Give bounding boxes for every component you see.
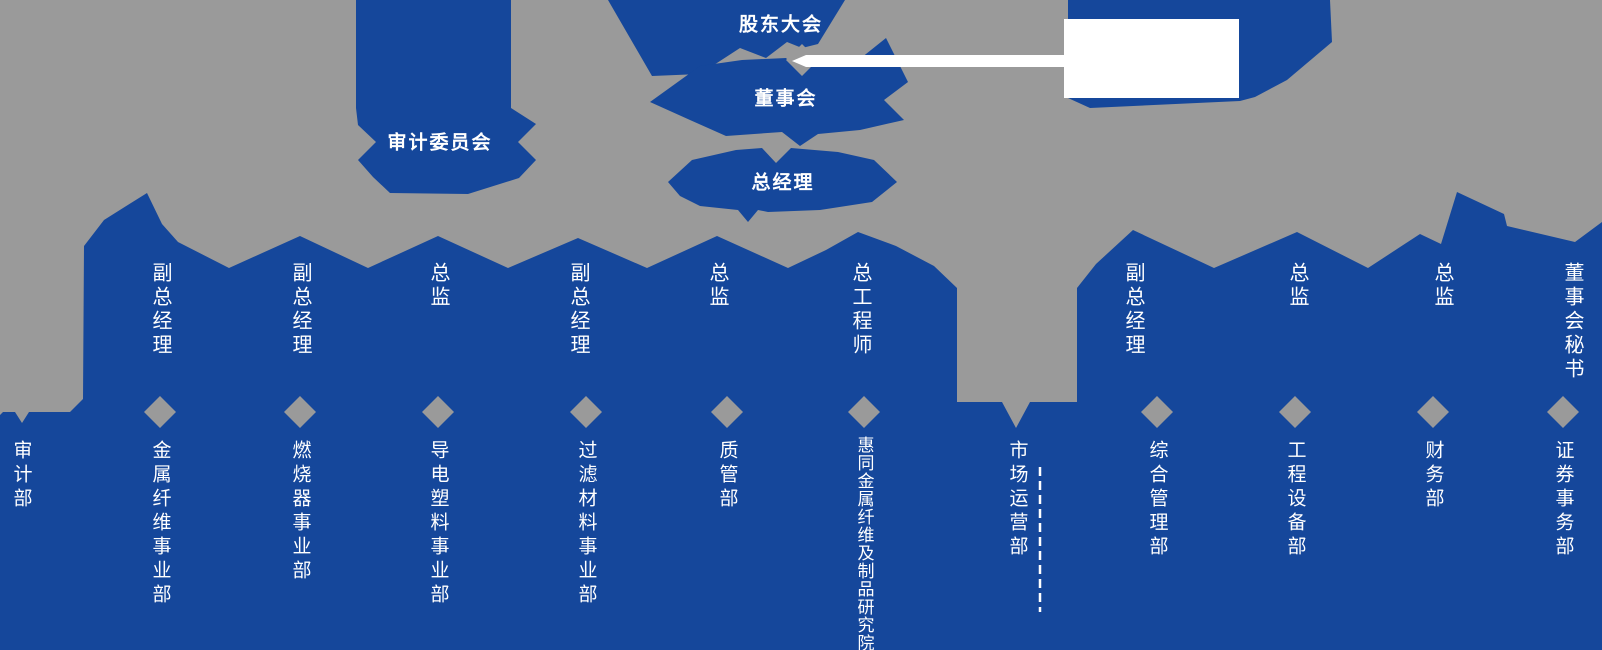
general-manager-label: 总经理 xyxy=(751,172,815,194)
dept-label-filter-material: 过滤材料事业部 xyxy=(575,440,597,608)
role-label-board-secretary: 董事会秘书 xyxy=(1561,262,1583,382)
dept-label-general-admin: 综合管理部 xyxy=(1146,440,1168,560)
role-label-director-2: 总监 xyxy=(706,262,728,310)
dept-label-metal-fiber: 金属纤维事业部 xyxy=(149,440,171,608)
role-label-vp-3: 副总经理 xyxy=(567,262,589,358)
audit-committee-label: 审计委员会 xyxy=(387,132,493,154)
dept-label-burner: 燃烧器事业部 xyxy=(289,440,311,584)
dept-label-audit: 审计部 xyxy=(10,440,32,512)
role-label-director-1: 总监 xyxy=(427,262,449,310)
dept-label-market-operations: 市场运营部 xyxy=(1006,440,1028,560)
role-label-vp-4: 副总经理 xyxy=(1122,262,1144,358)
audit-committee-shape xyxy=(356,0,536,194)
role-label-director-4: 总监 xyxy=(1431,262,1453,310)
shareholders-meeting-label: 股东大会 xyxy=(738,14,824,36)
white-arrow xyxy=(792,55,1066,67)
connector-diamonds-row xyxy=(144,396,1579,428)
board-of-directors-label: 董事会 xyxy=(754,88,818,110)
dept-label-conductive-plastics: 导电塑料事业部 xyxy=(427,440,449,608)
dept-label-finance: 财务部 xyxy=(1422,440,1444,512)
role-label-vp-2: 副总经理 xyxy=(289,262,311,358)
role-label-director-3: 总监 xyxy=(1286,262,1308,310)
dept-label-research-institute: 惠同金属纤维及制品研究院 xyxy=(854,436,874,650)
role-label-chief-engineer: 总工程师 xyxy=(849,262,871,358)
role-label-vp-1: 副总经理 xyxy=(149,262,171,358)
main-band-shape xyxy=(0,192,1602,650)
dept-label-engineering-equipment: 工程设备部 xyxy=(1284,440,1306,560)
dept-label-quality: 质管部 xyxy=(716,440,738,512)
shareholders-banner-shape xyxy=(608,0,845,76)
dept-label-securities-affairs: 证券事务部 xyxy=(1552,440,1574,560)
general-manager-banner-shape xyxy=(668,148,897,222)
white-redaction-rect xyxy=(1064,19,1239,98)
